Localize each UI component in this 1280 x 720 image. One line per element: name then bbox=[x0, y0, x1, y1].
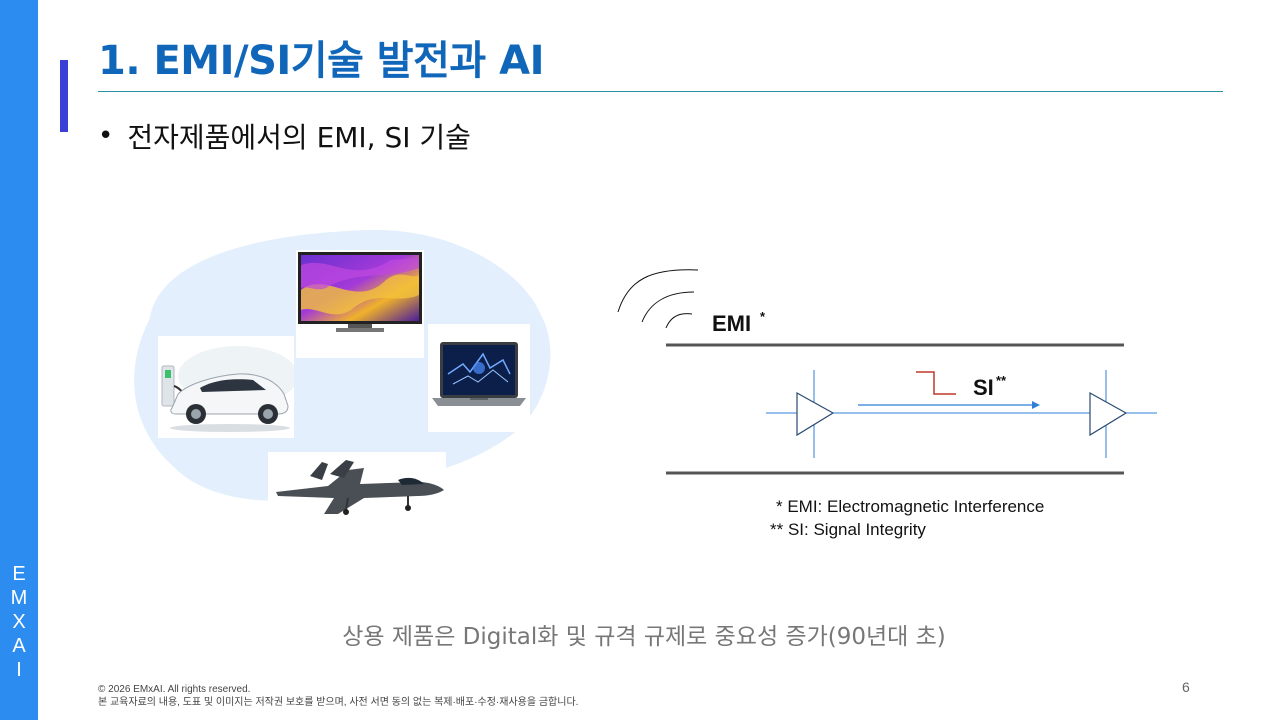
emi-wave-arc-inner bbox=[665, 313, 693, 329]
sidebar-letter: E bbox=[12, 563, 26, 585]
emi-superscript: * bbox=[760, 309, 766, 324]
laptop-image bbox=[428, 324, 530, 432]
signal-diagram: EMI * SI ** bbox=[617, 269, 1157, 475]
copyright-notice: 본 교육자료의 내용, 도표 및 이미지는 저작권 보호를 받으며, 사전 서면… bbox=[98, 697, 579, 708]
si-note: ** SI: Signal Integrity bbox=[770, 520, 926, 539]
bullet-text: 전자제품에서의 EMI, SI 기술 bbox=[127, 121, 471, 154]
sidebar-letter: A bbox=[12, 635, 26, 657]
title-divider bbox=[98, 91, 1223, 92]
si-label: SI bbox=[973, 375, 994, 400]
copyright-text: © 2026 EMxAI. All rights reserved. bbox=[98, 684, 251, 695]
receiver-buffer-icon bbox=[1089, 391, 1128, 437]
sidebar-brand: E M X A I bbox=[0, 562, 38, 682]
emi-label: EMI bbox=[712, 311, 751, 336]
sidebar-letter: X bbox=[12, 611, 26, 633]
slide-caption: 상용 제품은 Digital화 및 규격 규제로 중요성 증가(90년대 초) bbox=[342, 624, 946, 650]
tv-image bbox=[296, 250, 424, 358]
title-accent-bar bbox=[60, 60, 68, 132]
sidebar-letter: M bbox=[10, 587, 28, 609]
emi-wave-arc-middle bbox=[641, 291, 695, 323]
driver-buffer-icon bbox=[796, 391, 835, 437]
emi-note: * EMI: Electromagnetic Interference bbox=[776, 497, 1045, 516]
product-collage bbox=[120, 228, 560, 528]
footer: © 2026 EMxAI. All rights reserved. 본 교육자… bbox=[98, 683, 578, 709]
page-number: 6 bbox=[1182, 679, 1190, 695]
sidebar bbox=[0, 0, 38, 720]
slide-title: 1. EMI/SI기술 발전과 AI bbox=[98, 38, 544, 84]
car-icon bbox=[161, 346, 294, 432]
laptop-icon bbox=[432, 342, 526, 406]
signal-arrowhead-icon bbox=[1032, 401, 1040, 409]
jet-icon bbox=[276, 460, 444, 515]
si-pulse-icon bbox=[916, 371, 956, 395]
acronym-notes: * EMI: Electromagnetic Interference ** S… bbox=[770, 495, 1044, 541]
si-superscript: ** bbox=[996, 373, 1007, 388]
tv-icon bbox=[298, 252, 422, 332]
fighter-jet-image bbox=[268, 452, 446, 524]
emi-si-diagram: EMI * SI ** bbox=[600, 250, 1180, 500]
electric-car-image bbox=[158, 336, 294, 438]
emi-wave-arc-outer bbox=[617, 269, 699, 313]
bullet-dot-icon: • bbox=[98, 121, 114, 151]
bullet-point: • 전자제품에서의 EMI, SI 기술 bbox=[98, 116, 471, 156]
sidebar-letter: I bbox=[16, 659, 22, 681]
